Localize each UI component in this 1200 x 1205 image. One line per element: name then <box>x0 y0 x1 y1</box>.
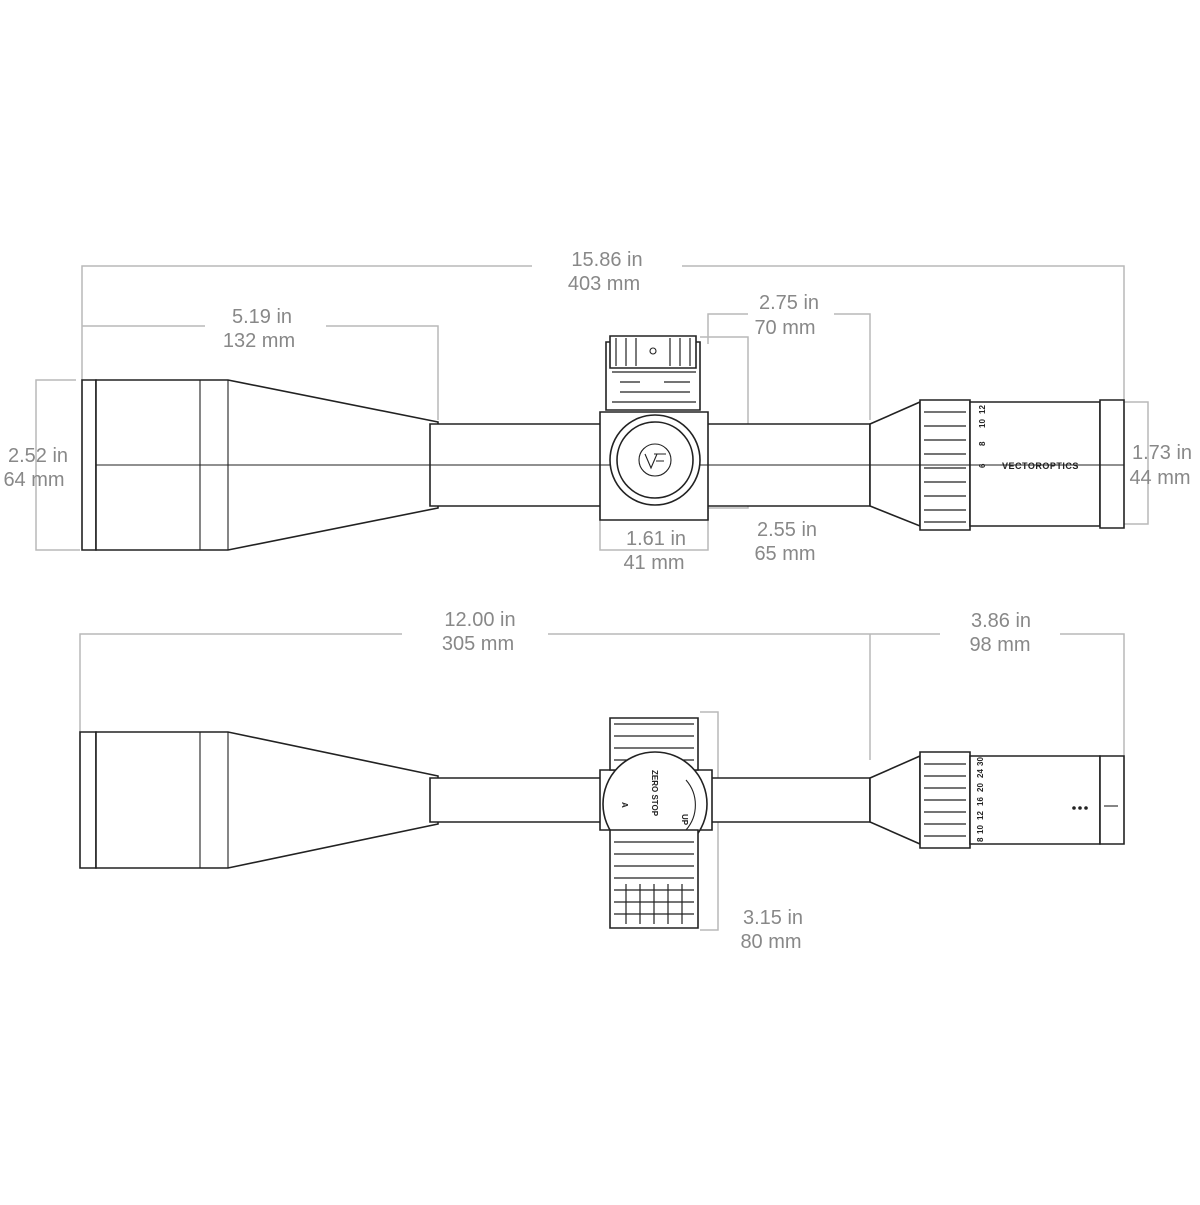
elevation-turret-cap <box>609 335 697 369</box>
front-length-metric: 305 mm <box>442 633 514 655</box>
side-power-mark-24: 24 <box>976 769 985 778</box>
objective-diameter-bracket <box>35 379 80 551</box>
front-length-imperial: 12.00 in <box>444 609 515 631</box>
side-power-mark-20: 20 <box>976 783 985 792</box>
side-objective-bell <box>95 731 439 869</box>
top-windage-turret <box>609 414 701 506</box>
side-power-ring-knurl <box>924 763 966 837</box>
turret-width-metric: 41 mm <box>623 552 684 574</box>
power-mark-8: 8 <box>978 441 987 446</box>
eyepiece-taper <box>869 400 921 528</box>
up-label: UP <box>680 814 689 826</box>
overall-length-line-left <box>81 265 532 380</box>
eyepiece-length-line <box>1060 633 1125 756</box>
eyepiece-end <box>1099 399 1125 529</box>
objective-cap <box>81 379 97 551</box>
eyepiece-length-metric: 98 mm <box>969 634 1030 656</box>
side-power-mark-12: 12 <box>976 811 985 820</box>
side-view: 12.00 in 305 mm 3.86 in 98 mm 3.15 in 80… <box>79 609 1125 953</box>
mount-rear-metric: 65 mm <box>754 543 815 565</box>
turret-height-imperial: 3.15 in <box>743 907 803 929</box>
mount-front-line-right <box>834 313 871 420</box>
side-eyepiece-body <box>969 755 1101 845</box>
bell-length-metric: 132 mm <box>223 330 295 352</box>
brand-logo-text: VECTOROPTICS <box>1002 461 1079 471</box>
turret-screw-icon <box>649 347 657 355</box>
mount-rear-bracket <box>700 336 749 509</box>
side-power-mark-30: 30 <box>976 757 985 766</box>
top-dimension-labels: 15.86 in 403 mm 5.19 in 132 mm 2.75 in 7… <box>3 249 1192 574</box>
side-lower-turret <box>609 829 699 929</box>
mount-front-metric: 70 mm <box>754 317 815 339</box>
top-elevation-turret <box>605 335 701 411</box>
overall-length-imperial: 15.86 in <box>571 249 642 271</box>
top-power-ring-knurl <box>924 411 966 523</box>
parallax-dots-icon <box>1072 806 1088 810</box>
side-power-mark-10: 10 <box>976 825 985 834</box>
side-objective-cap <box>79 731 97 869</box>
zero-stop-label: ZERO STOP <box>650 770 659 817</box>
power-mark-12: 12 <box>978 405 987 414</box>
mount-front-line-left <box>707 313 748 344</box>
top-dimension-lines <box>35 265 1149 551</box>
front-length-line-left <box>79 633 402 732</box>
eyepiece-diameter-bracket <box>1124 401 1149 525</box>
bell-length-line-right <box>326 325 439 420</box>
windage-turret-center <box>638 443 672 477</box>
side-scope-body <box>79 731 1125 869</box>
overall-length-line-right <box>682 265 1125 400</box>
objective-diameter-imperial: 2.52 in <box>8 445 68 467</box>
side-eyepiece-taper <box>869 754 921 846</box>
mount-front-imperial: 2.75 in <box>759 292 819 314</box>
side-power-marks: 8 10 12 16 20 24 30 <box>976 757 985 842</box>
overall-length-metric: 403 mm <box>568 273 640 295</box>
top-power-marks: 6 8 10 12 <box>978 405 987 468</box>
mount-rear-imperial: 2.55 in <box>757 519 817 541</box>
turret-width-bracket <box>599 510 709 551</box>
brand-emblem-icon <box>644 453 666 470</box>
bell-length-imperial: 5.19 in <box>232 306 292 328</box>
turret-arrow-icon <box>685 779 696 831</box>
power-mark-10: 10 <box>978 419 987 428</box>
objective-diameter-metric: 64 mm <box>3 469 64 491</box>
turret-width-imperial: 1.61 in <box>626 528 686 550</box>
power-mark-6: 6 <box>978 463 987 468</box>
top-scope-body <box>81 379 1125 551</box>
side-dimension-labels: 12.00 in 305 mm 3.86 in 98 mm 3.15 in 80… <box>442 609 1031 953</box>
side-power-mark-16: 16 <box>976 797 985 806</box>
turret-height-metric: 80 mm <box>740 931 801 953</box>
eyepiece-diameter-imperial: 1.73 in <box>1132 442 1192 464</box>
turret-arrow-label: A <box>620 802 629 808</box>
side-eyepiece-end <box>1099 755 1125 845</box>
top-view: 15.86 in 403 mm 5.19 in 132 mm 2.75 in 7… <box>3 249 1192 574</box>
eyepiece-length-imperial: 3.86 in <box>971 610 1031 632</box>
side-power-mark-8: 8 <box>976 837 985 842</box>
eyepiece-diameter-metric: 44 mm <box>1129 467 1190 489</box>
